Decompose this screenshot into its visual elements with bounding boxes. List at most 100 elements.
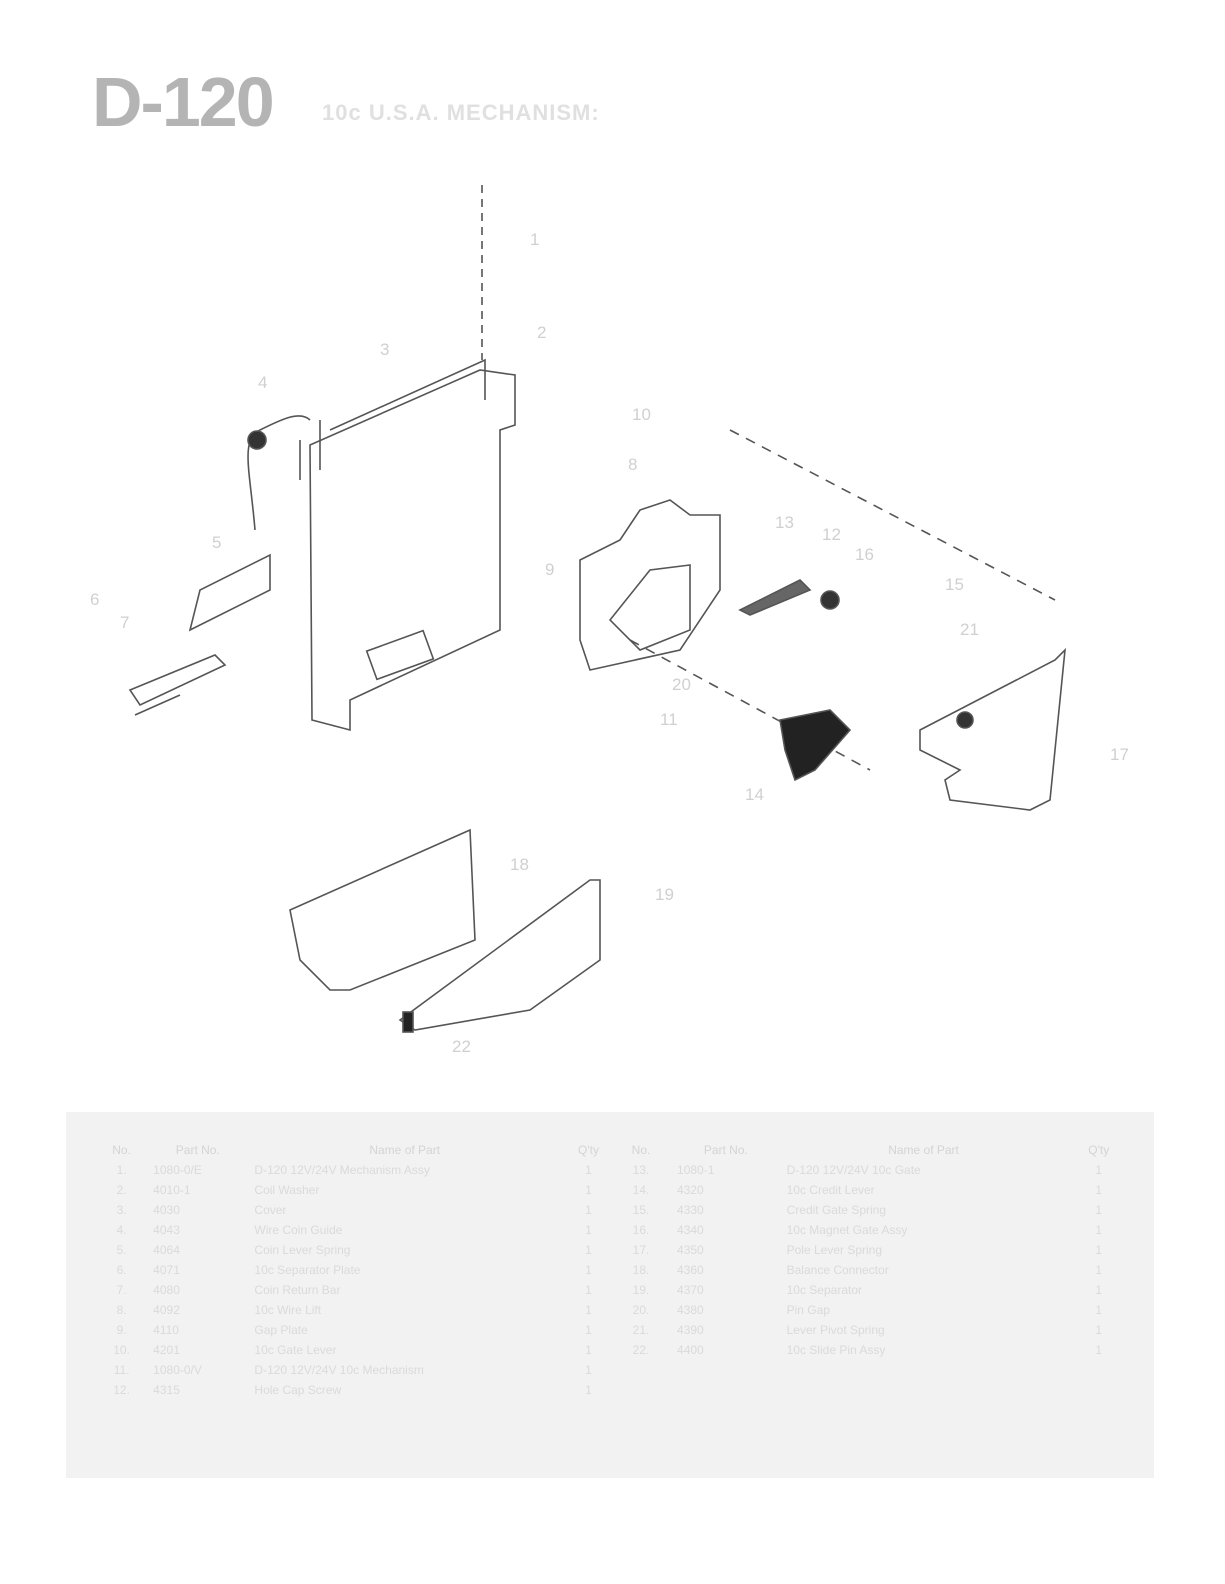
parts-list-panel: No. Part No. Name of Part Q'ty 1. 1080-0/… <box>66 1112 1154 1478</box>
callout: 18 <box>510 855 529 874</box>
cell-no: 9. <box>116 1323 127 1337</box>
cell-part: 4370 <box>677 1283 704 1297</box>
cell-qty: 1 <box>585 1223 592 1237</box>
col-no: No. <box>112 1143 131 1157</box>
coin-gate-block <box>779 709 852 782</box>
cell-qty: 1 <box>1095 1223 1103 1237</box>
lever-part <box>128 654 227 716</box>
cell-no: 5. <box>116 1243 127 1257</box>
callout: 1 <box>530 230 539 249</box>
cell-qty: 1 <box>585 1283 592 1297</box>
cell-no: 15. <box>632 1203 650 1217</box>
cell-no: 11. <box>113 1363 130 1377</box>
cell-qty: 1 <box>1095 1243 1103 1257</box>
cell-name: 10c Gate Lever <box>254 1343 337 1357</box>
cell-no: 14. <box>632 1183 650 1197</box>
cell-no: 3. <box>116 1203 127 1217</box>
cell-no: 21. <box>632 1323 650 1337</box>
cell-name: Coin Return Bar <box>254 1283 341 1297</box>
cell-part: 4380 <box>677 1303 704 1317</box>
cell-part: 4360 <box>677 1263 704 1277</box>
col-no: No. <box>631 1143 651 1157</box>
cell-part: 4092 <box>153 1303 180 1317</box>
cell-name: 10c Wire Lift <box>254 1303 322 1317</box>
cell-qty: 1 <box>585 1263 592 1277</box>
cell-qty: 1 <box>1095 1203 1103 1217</box>
pole-lever <box>919 647 1067 811</box>
cell-name: Pin Gap <box>786 1303 830 1317</box>
cell-no: 19. <box>632 1283 650 1297</box>
lower-plate-18 <box>289 828 476 991</box>
cell-part: 4064 <box>153 1243 180 1257</box>
col-qty: Q'ty <box>578 1143 599 1157</box>
callout: 11 <box>660 710 678 729</box>
cell-name: Balance Connector <box>786 1263 889 1277</box>
cell-no: 8. <box>116 1303 127 1317</box>
col-name: Name of Part <box>369 1143 441 1157</box>
cell-name: 10c Slide Pin Assy <box>786 1343 886 1357</box>
callout: 22 <box>452 1037 471 1056</box>
cell-name: D-120 12V/24V Mechanism Assy <box>254 1163 430 1177</box>
cell-qty: 1 <box>585 1343 592 1357</box>
cell-no: 10. <box>113 1343 130 1357</box>
cell-qty: 1 <box>585 1363 592 1377</box>
cell-qty: 1 <box>585 1203 592 1217</box>
col-part-no: Part No. <box>175 1143 220 1157</box>
cell-name: D-120 12V/24V 10c Mechanism <box>254 1363 424 1377</box>
cell-no: 12. <box>113 1383 130 1397</box>
mechanism-subtitle: 10c U.S.A. MECHANISM: <box>322 100 600 125</box>
table-row: 16. 4340 10c Magnet Gate Assy 1 <box>611 1220 1131 1240</box>
callout: 16 <box>855 545 874 564</box>
gate-plate <box>579 499 721 671</box>
cell-no: 17. <box>632 1243 650 1257</box>
exploded-parts-diagram: 1 2 3 4 5 6 7 8 9 10 11 12 13 14 15 16 1… <box>90 185 1129 1056</box>
callout: 21 <box>960 620 979 639</box>
cell-part: 4043 <box>153 1223 180 1237</box>
cell-part: 4330 <box>677 1203 704 1217</box>
cell-part: 4315 <box>153 1383 180 1397</box>
cell-part: 4071 <box>153 1263 180 1277</box>
cell-no: 13. <box>632 1163 650 1177</box>
cell-no: 7. <box>116 1283 127 1297</box>
cell-qty: 1 <box>585 1323 592 1337</box>
cell-qty: 1 <box>1095 1263 1103 1277</box>
cell-no: 4. <box>116 1223 127 1237</box>
cell-part: 1080-0/E <box>153 1163 202 1177</box>
cell-part: 4320 <box>677 1183 704 1197</box>
col-name: Name of Part <box>888 1143 959 1157</box>
cell-part: 4390 <box>677 1323 704 1337</box>
cell-part: 1080-1 <box>677 1163 715 1177</box>
cell-name: D-120 12V/24V 10c Gate <box>786 1163 921 1177</box>
parts-table-right: No. Part No. Name of Part Q'ty 13.1080-1… <box>611 1140 1131 1360</box>
cell-name: 10c Separator <box>786 1283 863 1297</box>
cell-qty: 1 <box>1095 1343 1103 1357</box>
callout: 14 <box>745 785 764 804</box>
callout: 7 <box>120 613 129 632</box>
cell-no: 2. <box>116 1183 127 1197</box>
cell-name: Credit Gate Spring <box>786 1203 887 1217</box>
cell-name: 10c Separator Plate <box>254 1263 361 1277</box>
cell-part: 4110 <box>153 1323 179 1337</box>
cell-no: 16. <box>632 1223 650 1237</box>
model-title: D-120 <box>92 63 275 141</box>
cell-part: 4010-1 <box>153 1183 191 1197</box>
cell-no: 1. <box>116 1163 127 1177</box>
cell-part: 4340 <box>677 1223 704 1237</box>
cell-part: 4350 <box>677 1243 704 1257</box>
callout: 12 <box>822 525 841 544</box>
cell-name: 10c Magnet Gate Assy <box>786 1223 908 1237</box>
callout: 3 <box>380 340 389 359</box>
